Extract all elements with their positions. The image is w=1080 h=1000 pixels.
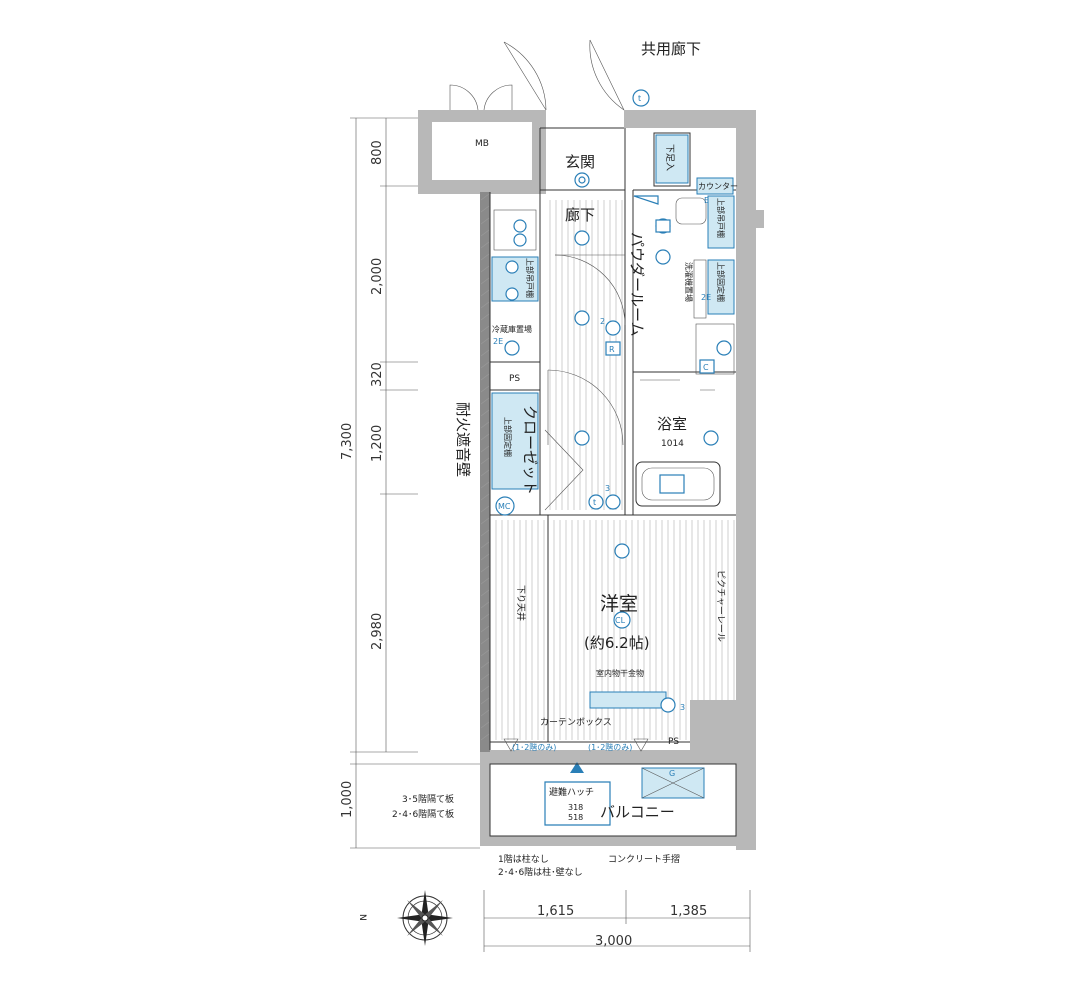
symbol-t-mid: t [593, 498, 596, 507]
symbol-letters: t t MC R C CL G 2 3 3 E 2E 2E [493, 94, 711, 778]
dim-3000: 3,000 [595, 934, 632, 949]
label-upper-hanging-shelf: 上部吊戸棚 [716, 198, 726, 238]
label-shoe-box: 下足入 [664, 144, 675, 171]
label-concrete-rail: コンクリート手摺 [608, 853, 680, 865]
symbol-g: G [669, 769, 675, 778]
fixtures [491, 134, 735, 826]
label-entrance: 玄関 [565, 153, 595, 171]
bathtub [635, 461, 721, 507]
symbol-n3a: 3 [605, 484, 610, 493]
symbol-e-b: 2E [701, 293, 711, 302]
label-floor-note-right: (1･2階のみ) [588, 742, 632, 752]
label-western-room-size: (約6.2帖) [584, 634, 650, 652]
label-partition-35: 3･5階隔て板 [402, 793, 454, 805]
dim-320: 320 [370, 362, 385, 387]
label-counter: カウンター [698, 182, 738, 191]
horizontal-dimensions: 1,615 1,385 3,000 [483, 890, 751, 952]
compass-icon [397, 890, 453, 946]
label-picture-rail: ピクチャーレール [715, 570, 726, 642]
label-bathroom: 浴室 [657, 415, 687, 433]
label-hatch-518: 518 [568, 813, 583, 822]
symbol-n2: 2 [600, 317, 605, 326]
symbol-cl: CL [615, 616, 626, 625]
label-partition-246: 2･4･6階隔て板 [392, 808, 454, 820]
symbol-mc: MC [498, 502, 511, 511]
symbol-r: R [609, 345, 615, 354]
label-ps-bottom: PS [668, 737, 679, 747]
label-balcony: バルコニー [600, 803, 675, 821]
partitions [489, 127, 736, 750]
dim-1615: 1,615 [537, 904, 574, 919]
label-ps-top: PS [509, 374, 520, 384]
kitchen-sink [493, 197, 735, 375]
label-powder-room: パウダールーム [628, 232, 646, 337]
symbol-e-c: 2E [493, 337, 503, 346]
label-curtain-box: カーテンボックス [540, 717, 612, 728]
label-closet: クローゼット [521, 405, 539, 495]
label-hallway: 廊下 [565, 206, 595, 224]
symbol-c: C [703, 363, 709, 372]
dim-1200: 1,200 [370, 425, 385, 462]
room-labels: 共用廊下 MB 玄関 廊下 カウンター PS 冷蔵庫置場 浴室 1014 洋室 … [392, 40, 738, 878]
dim-balcony-1000: 1,000 [340, 781, 355, 818]
label-washer-space: 洗濯機置場 [684, 262, 694, 302]
symbol-t-top: t [638, 94, 641, 103]
label-dropped-ceiling: 下り天井 [515, 585, 527, 621]
compass-north-label: N [357, 914, 367, 921]
label-western-room: 洋室 [600, 593, 638, 615]
vertical-dimensions: 7,300 800 2,000 320 1,200 2,980 1,000 [340, 117, 480, 849]
dim-2980: 2,980 [370, 613, 385, 650]
label-upper-fixed-shelf-closet: 上部固定棚 [503, 417, 513, 457]
label-no-pillar-1f: 1階は柱なし [498, 853, 549, 865]
electrical-symbols [495, 89, 732, 773]
label-upper-hanging-shelf-left: 上部吊戸棚 [525, 258, 535, 298]
label-fridge-space: 冷蔵庫置場 [492, 324, 532, 334]
dim-2000: 2,000 [370, 258, 385, 295]
label-floor-note-left: (1･2階のみ) [512, 742, 556, 752]
balcony-area [489, 763, 737, 837]
label-indoor-dryer: 室内物干金物 [596, 668, 644, 678]
label-mb: MB [475, 139, 489, 149]
walls [418, 110, 764, 850]
fire-wall-hatching [480, 193, 490, 741]
label-hatch-318: 318 [568, 803, 583, 812]
label-fireproof-wall: 耐火遮音壁 [454, 402, 472, 477]
dim-total-7300: 7,300 [340, 423, 355, 460]
label-bathroom-size: 1014 [661, 439, 684, 449]
dim-1385: 1,385 [670, 904, 707, 919]
vertical-labels: 下足入 パウダールーム 上部吊戸棚 洗濯機置場 上部固定棚 上部吊戸棚 クローゼ… [454, 144, 726, 642]
label-escape-hatch: 避難ハッチ [549, 786, 594, 798]
symbol-n3b: 3 [680, 703, 685, 712]
label-upper-fixed-shelf: 上部固定棚 [716, 262, 726, 302]
label-no-pillar-246: 2･4･6階は柱･壁なし [498, 866, 583, 878]
label-common-corridor: 共用廊下 [641, 40, 701, 58]
doors [449, 39, 715, 511]
symbol-e-a: E [704, 196, 709, 205]
dim-800: 800 [370, 140, 385, 165]
